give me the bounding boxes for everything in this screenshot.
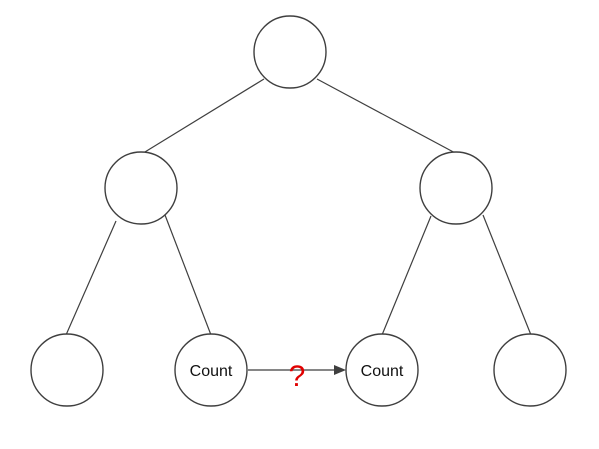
leaf-node-2-label: Count [190,363,233,380]
leaf-node-3-label: Count [361,363,404,380]
edge-left-leaf2 [164,214,212,336]
arrow-head-icon [334,365,346,375]
root-node [253,15,327,89]
edge-root-left [139,78,265,156]
edge-right-leaf3 [381,215,432,336]
edge-right-leaf4 [482,214,532,336]
level2-left-node [104,151,178,225]
leaf-node-4 [493,333,567,407]
question-mark: ? [289,360,306,393]
arrow-count-to-count [248,365,346,375]
level2-right-node [419,151,493,225]
edge-left-leaf1 [65,220,117,336]
leaf-node-1 [30,333,104,407]
leaf-node-2: Count [174,333,248,407]
edge-root-right [316,78,460,156]
leaf-node-3: Count [345,333,419,407]
